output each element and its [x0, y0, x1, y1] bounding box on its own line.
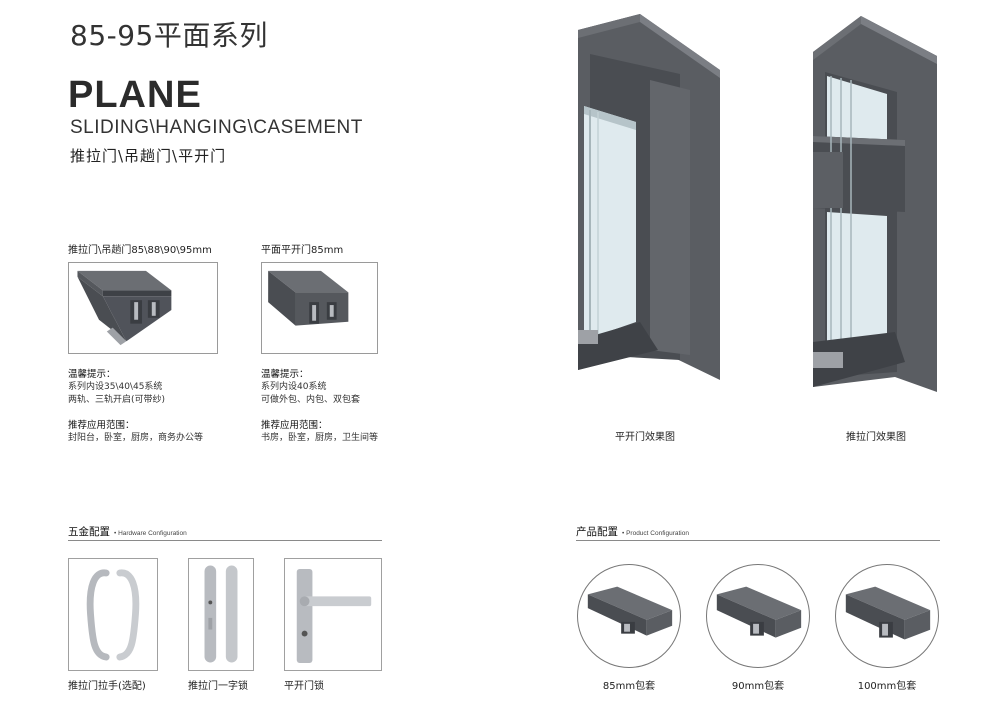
hardware-section-header: 五金配置 • Hardware Configuration: [68, 524, 382, 541]
scope-heading: 推荐应用范围：: [68, 420, 135, 431]
lever-lock-box: [284, 558, 382, 671]
casement-render-caption: 平开门效果图: [615, 432, 675, 443]
profile-label: 平面平开门85mm: [261, 245, 344, 256]
product-100mm-caption: 100mm包套: [857, 681, 917, 692]
product-section-header: 产品配置 • Product Configuration: [576, 524, 940, 541]
product-title-en: • Product Configuration: [622, 530, 689, 537]
scope-heading: 推荐应用范围：: [261, 420, 328, 431]
profile-image-frame: [261, 262, 378, 354]
product-title: 产品配置: [576, 526, 618, 538]
casement-door-render: [578, 14, 720, 380]
brand-subtitle: SLIDING\HANGING\CASEMENT: [70, 117, 363, 138]
tip-line: 可做外包、内包、双包套: [261, 395, 361, 405]
section-divider: [68, 540, 382, 541]
tip-line: 系列内设35\40\45系统: [68, 382, 163, 392]
scope-text: 封阳台，卧室，厨房，商务办公等: [68, 433, 204, 443]
profile-card-casement: 平面平开门85mm 温馨提示： 系列内设40系统 可做外包、内包、双包套 推荐应…: [261, 241, 411, 445]
series-title: 85-95平面系列: [70, 19, 268, 52]
section-divider: [576, 540, 940, 541]
brand-title: PLANE: [68, 74, 202, 116]
sliding-lock-box: [188, 558, 254, 671]
hardware-title-en: • Hardware Configuration: [114, 530, 187, 537]
profile-label: 推拉门\吊趟门85\88\90\95mm: [68, 245, 212, 256]
product-90mm-caption: 90mm包套: [731, 681, 785, 692]
sleeve-profile-icon: [587, 586, 673, 636]
casement-profile-icon: [268, 270, 349, 326]
scope-text: 书房，卧室，厨房，卫生间等: [261, 433, 379, 443]
sliding-lock-icon: [204, 565, 238, 663]
sleeve-profile-icon: [716, 586, 802, 638]
pull-handle-box: [68, 558, 158, 671]
profile-tip: 温馨提示： 系列内设40系统 可做外包、内包、双包套 推荐应用范围： 书房，卧室…: [261, 368, 411, 445]
sliding-door-render: [813, 16, 937, 392]
profile-card-sliding: 推拉门\吊趟门85\88\90\95mm 温馨提示： 系列内设35\40\45系…: [68, 241, 218, 445]
product-100mm-circle: [835, 564, 939, 668]
profile-tip: 温馨提示： 系列内设35\40\45系统 两轨、三轨开启(可带纱) 推荐应用范围…: [68, 368, 218, 445]
sleeve-profile-icon: [845, 586, 931, 640]
hardware-title: 五金配置: [68, 526, 110, 538]
sliding-lock-caption: 推拉门一字锁: [188, 681, 248, 692]
sliding-profile-icon: [77, 270, 172, 346]
pull-handle-icon: [86, 569, 140, 661]
brand-subtitle-cn: 推拉门\吊趟门\平开门: [70, 147, 227, 165]
sliding-render-caption: 推拉门效果图: [846, 432, 906, 443]
lever-lock-caption: 平开门锁: [284, 681, 324, 692]
product-85mm-circle: [577, 564, 681, 668]
profile-image-frame: [68, 262, 218, 354]
product-90mm-circle: [706, 564, 810, 668]
lever-lock-icon: [296, 568, 372, 663]
pull-handle-caption: 推拉门拉手(选配): [68, 681, 146, 692]
product-85mm-caption: 85mm包套: [602, 681, 656, 692]
tip-line: 两轨、三轨开启(可带纱): [68, 395, 166, 405]
tip-line: 系列内设40系统: [261, 382, 327, 392]
tip-heading: 温馨提示：: [261, 369, 309, 380]
tip-heading: 温馨提示：: [68, 369, 116, 380]
